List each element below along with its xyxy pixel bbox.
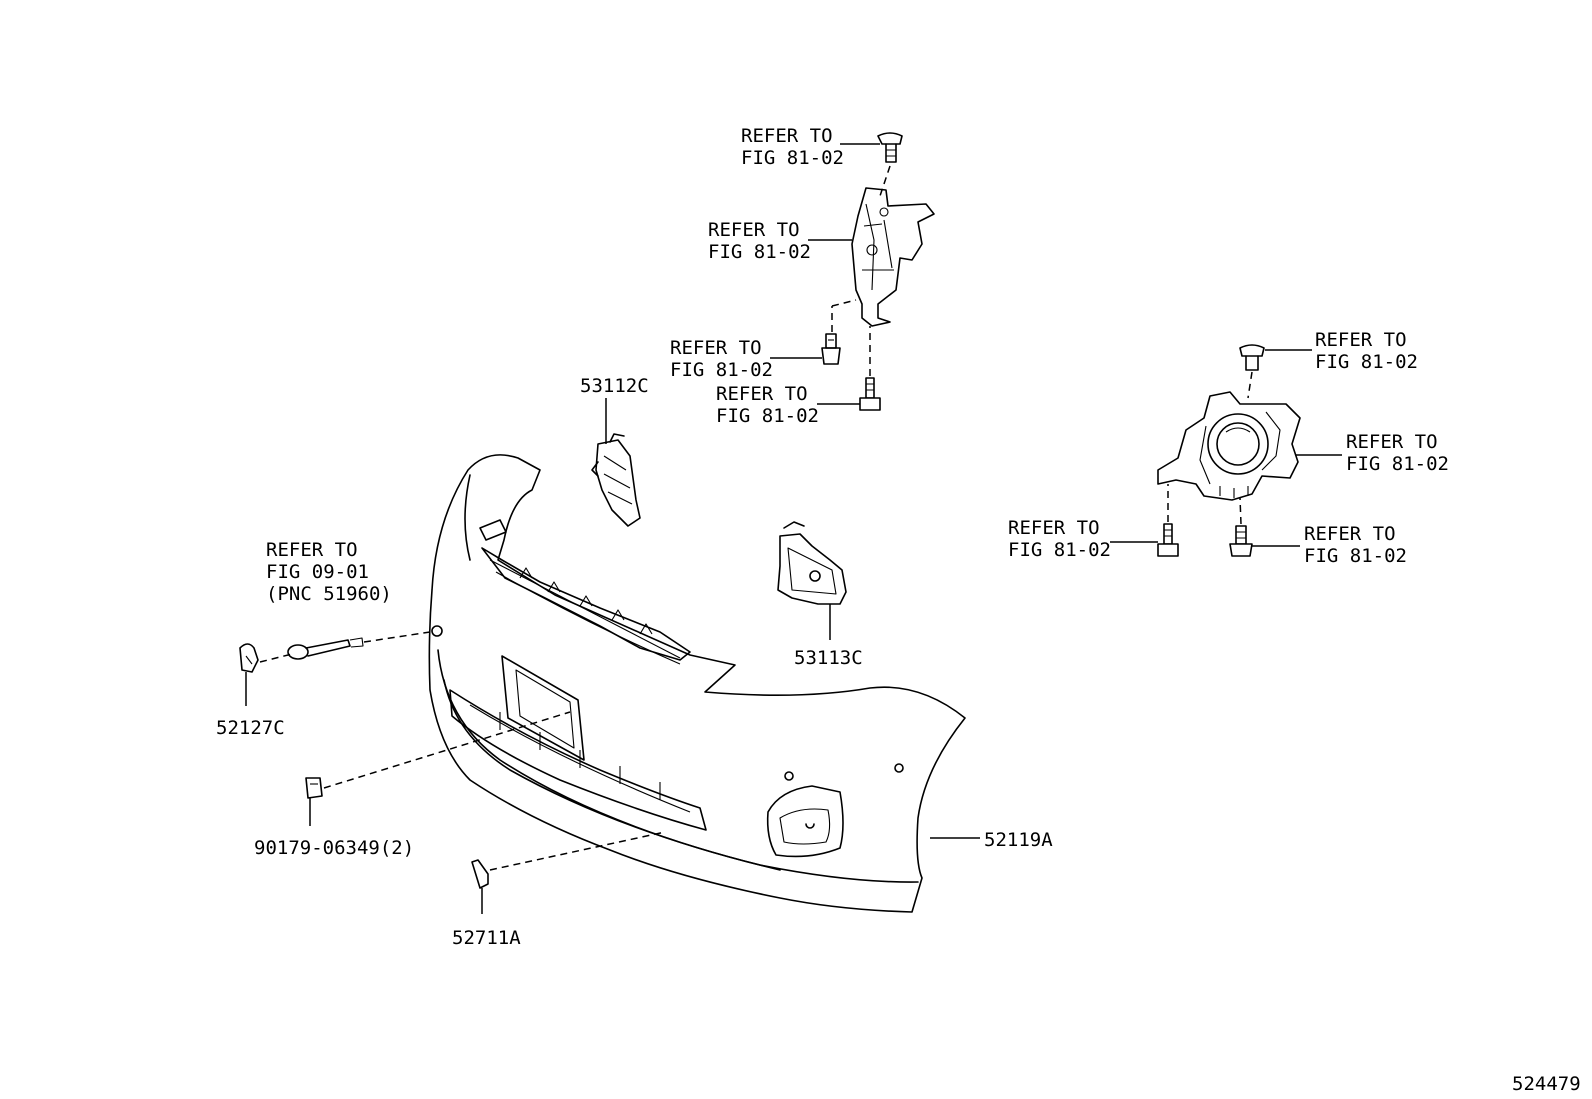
callout-bracket-clip: REFER TO FIG 81-02 [670,337,773,381]
callout-line: FIG 81-02 [670,359,773,381]
callout-line: REFER TO [266,539,358,561]
part-number-label: 52119A [984,829,1053,851]
callout-line: REFER TO [1346,431,1438,453]
callout-tow-hook: REFER TO FIG 09-01 (PNC 51960) [266,539,392,605]
figure-code: 524479 [1512,1073,1581,1095]
bumper-cover [428,454,966,913]
leader-lines [245,143,1342,914]
foglamp-top-clip [1239,344,1265,371]
callout-line: REFER TO [1315,329,1407,351]
callout-line: REFER TO [670,337,762,359]
callout-line: FIG 81-02 [1304,545,1407,567]
foglamp-cover-part [777,521,847,605]
callout-top-clip: REFER TO FIG 81-02 [741,125,844,169]
callout-line: FIG 81-02 [1008,539,1111,561]
callout-line: FIG 09-01 [266,561,369,583]
hook-cover-part [239,643,259,673]
callout-foglamp-clip: REFER TO FIG 81-02 [1315,329,1418,373]
callout-line: (PNC 51960) [266,583,392,605]
assembly-lines [259,165,1253,871]
part-number-label: 52127C [216,717,285,739]
callout-foglamp-bolt: REFER TO FIG 81-02 [1008,517,1111,561]
callout-line: REFER TO [716,383,808,405]
bracket-side-clip [821,333,841,365]
callout-line: FIG 81-02 [716,405,819,427]
tow-hook [287,637,364,660]
callout-line: REFER TO [708,219,800,241]
bumper-side-bracket [851,187,935,327]
callout-line: FIG 81-02 [1315,351,1418,373]
callout-line: FIG 81-02 [708,241,811,263]
foglamp-lower-screw [1229,525,1253,557]
bracket-bolt [859,377,881,411]
foglamp-left-bolt [1157,523,1179,557]
callout-line: REFER TO [741,125,833,147]
callout-line: FIG 81-02 [1346,453,1449,475]
part-number-label: 53113C [794,647,863,669]
callout-bracket-bolt: REFER TO FIG 81-02 [716,383,819,427]
bracket-top-clip [877,132,903,163]
callout-foglamp-unit: REFER TO FIG 81-02 [1346,431,1449,475]
callout-foglamp-screw: REFER TO FIG 81-02 [1304,523,1407,567]
callout-upper-bracket: REFER TO FIG 81-02 [708,219,811,263]
callout-line: REFER TO [1008,517,1100,539]
part-number-label: 52711A [452,927,521,949]
plate-nut-part [305,777,323,799]
foglamp-assembly [1157,391,1301,501]
bumper-retainer-part [591,433,641,527]
callout-line: REFER TO [1304,523,1396,545]
bumper-seal-part [471,859,489,889]
part-number-label: 53112C [580,375,649,397]
part-number-label: 90179-06349(2) [254,837,414,859]
callout-line: FIG 81-02 [741,147,844,169]
